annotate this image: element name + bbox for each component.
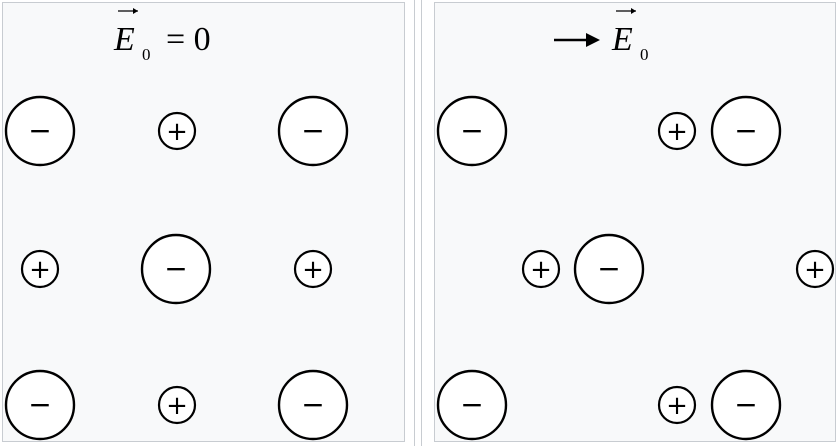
positive-ion-l-f: + [293, 249, 333, 289]
negative-ion-l-g: − [4, 369, 76, 441]
ion-circle [710, 369, 782, 441]
plus-sign: + [29, 255, 51, 285]
ion-circle [277, 369, 349, 441]
plus-sign: + [666, 117, 688, 147]
positive-ion-l-h: + [157, 385, 197, 425]
ion-circle [710, 95, 782, 167]
negative-ion-r-e: − [573, 233, 645, 305]
field-relation-left: = 0 [166, 21, 211, 58]
ion-circle [657, 111, 697, 151]
ion-circle [157, 111, 197, 151]
ion-circle [573, 233, 645, 305]
positive-ion-r-h: + [657, 385, 697, 425]
minus-sign: − [460, 388, 483, 421]
field-symbol-left: E [113, 21, 135, 58]
ions-layer: − + − + − + − + − − + − + − + − + − [4, 95, 835, 441]
ion-circle [521, 249, 561, 289]
negative-ion-r-g: − [436, 369, 508, 441]
negative-ion-r-i: − [710, 369, 782, 441]
right-field-label: E 0 [554, 8, 649, 64]
left-field-label: E 0 = 0 [113, 8, 211, 64]
ion-circle [20, 249, 60, 289]
positive-ion-l-d: + [20, 249, 60, 289]
field-subscript-left: 0 [142, 45, 151, 64]
plus-sign: + [302, 255, 324, 285]
ion-circle [140, 233, 212, 305]
minus-sign: − [734, 114, 757, 147]
panel-divider [414, 0, 422, 446]
plus-sign: + [666, 391, 688, 421]
ion-circle [277, 95, 349, 167]
minus-sign: − [301, 388, 324, 421]
ion-circle [436, 95, 508, 167]
negative-ion-r-a: − [436, 95, 508, 167]
minus-sign: − [28, 114, 51, 147]
positive-ion-r-d: + [521, 249, 561, 289]
plus-sign: + [530, 255, 552, 285]
left-panel-unpolarized [2, 2, 405, 442]
ion-circle [293, 249, 333, 289]
ion-circle [157, 385, 197, 425]
vector-arrowhead-left [133, 8, 138, 14]
ion-circle [795, 249, 835, 289]
field-symbol-right: E [611, 21, 633, 58]
minus-sign: − [597, 252, 620, 285]
positive-ion-r-f: + [795, 249, 835, 289]
positive-ion-r-b: + [657, 111, 697, 151]
minus-sign: − [28, 388, 51, 421]
plus-sign: + [166, 391, 188, 421]
ion-circle [436, 369, 508, 441]
field-direction-arrowhead [586, 33, 600, 47]
minus-sign: − [301, 114, 324, 147]
plus-sign: + [166, 117, 188, 147]
negative-ion-l-e: − [140, 233, 212, 305]
minus-sign: − [734, 388, 757, 421]
negative-ion-l-i: − [277, 369, 349, 441]
plus-sign: + [804, 255, 826, 285]
ion-circle [4, 369, 76, 441]
positive-ion-l-b: + [157, 111, 197, 151]
ion-circle [4, 95, 76, 167]
minus-sign: − [164, 252, 187, 285]
field-subscript-right: 0 [640, 45, 649, 64]
right-panel-polarized [434, 2, 836, 442]
minus-sign: − [460, 114, 483, 147]
negative-ion-l-c: − [277, 95, 349, 167]
negative-ion-r-c: − [710, 95, 782, 167]
vector-arrowhead-right [631, 8, 636, 14]
ion-circle [657, 385, 697, 425]
negative-ion-l-a: − [4, 95, 76, 167]
